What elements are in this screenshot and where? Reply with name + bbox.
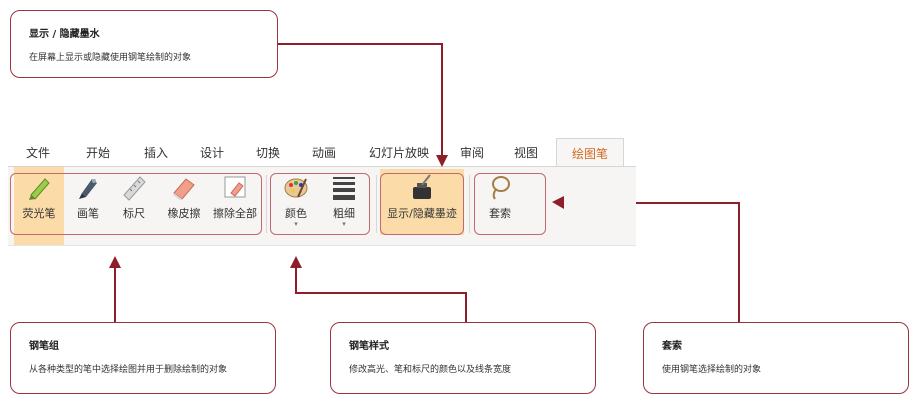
lasso-icon bbox=[492, 176, 510, 200]
color-button[interactable]: 颜色 ▾ bbox=[274, 173, 318, 228]
lasso-button[interactable]: 套索 bbox=[478, 173, 522, 221]
pen-style-group bbox=[270, 173, 370, 235]
tab-transitions[interactable]: 切换 bbox=[255, 146, 280, 160]
ruler-icon bbox=[123, 176, 146, 201]
connector-line bbox=[295, 266, 297, 293]
ribbon: 文件 开始 插入 设计 切换 动画 幻灯片放映 审阅 视图 绘图笔 荧光笔 bbox=[8, 138, 636, 246]
callout-title: 钢笔样式 bbox=[349, 341, 389, 352]
thickness-label: 粗细 bbox=[333, 207, 355, 220]
callout-pens: 钢笔组 从各种类型的笔中选择绘图并用于删除绘制的对象 bbox=[10, 322, 276, 394]
ruler-label: 标尺 bbox=[123, 207, 145, 220]
highlighter-highlight bbox=[14, 167, 64, 245]
tab-design[interactable]: 设计 bbox=[199, 146, 224, 160]
ribbon-tabs: 文件 开始 插入 设计 切换 动画 幻灯片放映 审阅 视图 绘图笔 bbox=[8, 138, 636, 166]
ribbon-toolbar: 荧光笔 画笔 标尺 橡皮擦 bbox=[8, 166, 636, 246]
tab-slideshow[interactable]: 幻灯片放映 bbox=[368, 146, 429, 160]
eraser-button[interactable]: 橡皮擦 bbox=[160, 173, 208, 221]
tab-insert[interactable]: 插入 bbox=[143, 146, 168, 160]
group-separator bbox=[469, 175, 470, 233]
connector-line bbox=[738, 202, 740, 322]
show-hide-ink-button[interactable]: 显示/隐藏墨迹 bbox=[380, 173, 464, 221]
pens-group bbox=[10, 173, 262, 235]
pen-icon bbox=[79, 179, 97, 199]
callout-description: 在屏幕上显示或隐藏使用钢笔绘制的对象 bbox=[29, 53, 192, 63]
tab-animations[interactable]: 动画 bbox=[311, 146, 336, 160]
tab-file[interactable]: 文件 bbox=[25, 146, 50, 160]
callout-title: 套索 bbox=[662, 341, 682, 352]
inkwell-icon bbox=[413, 174, 431, 199]
pen-label: 画笔 bbox=[77, 207, 99, 220]
thickness-button[interactable]: 粗细 ▾ bbox=[322, 173, 366, 228]
connector-line bbox=[441, 43, 443, 155]
highlighter-button[interactable]: 荧光笔 bbox=[14, 173, 64, 221]
callout-show-hide-ink: 显示 / 隐藏墨水 在屏幕上显示或隐藏使用钢笔绘制的对象 bbox=[10, 10, 278, 78]
ruler-button[interactable]: 标尺 bbox=[114, 173, 154, 221]
tab-review[interactable]: 审阅 bbox=[459, 146, 484, 160]
erase-all-label: 擦除全部 bbox=[213, 207, 257, 220]
callout-title: 钢笔组 bbox=[29, 341, 59, 352]
tab-view[interactable]: 视图 bbox=[513, 146, 538, 160]
connector-line bbox=[114, 266, 116, 322]
connector-line bbox=[278, 43, 443, 45]
connector-line bbox=[562, 202, 740, 204]
eraser-icon bbox=[173, 178, 195, 200]
callout-description: 从各种类型的笔中选择绘图并用于删除绘制的对象 bbox=[29, 365, 228, 375]
lasso-label: 套索 bbox=[489, 207, 511, 220]
chevron-down-icon[interactable]: ▾ bbox=[342, 220, 346, 228]
erase-all-icon bbox=[224, 176, 246, 198]
show-hide-ink-group bbox=[380, 173, 464, 235]
callout-title: 显示 / 隐藏墨水 bbox=[29, 29, 100, 40]
pen-button[interactable]: 画笔 bbox=[68, 173, 108, 221]
show-hide-highlight bbox=[380, 169, 464, 235]
show-hide-ink-label: 显示/隐藏墨迹 bbox=[387, 207, 457, 220]
chevron-down-icon[interactable]: ▾ bbox=[294, 220, 298, 228]
tab-home[interactable]: 开始 bbox=[85, 146, 110, 160]
eraser-label: 橡皮擦 bbox=[167, 207, 201, 220]
line-thickness-icon bbox=[333, 177, 355, 200]
lasso-group bbox=[474, 173, 546, 235]
color-label: 颜色 bbox=[285, 207, 307, 220]
callout-pen-style: 钢笔样式 修改高光、笔和标尺的颜色以及线条宽度 bbox=[330, 322, 596, 394]
connector-line bbox=[295, 292, 467, 294]
highlighter-label: 荧光笔 bbox=[22, 207, 56, 220]
group-separator bbox=[266, 175, 267, 233]
tab-drawing-pen[interactable]: 绘图笔 bbox=[556, 138, 624, 166]
erase-all-button[interactable]: 擦除全部 bbox=[210, 173, 260, 221]
palette-icon bbox=[284, 178, 308, 198]
group-separator bbox=[376, 175, 377, 233]
highlighter-icon bbox=[29, 178, 50, 200]
callout-description: 使用钢笔选择绘制的对象 bbox=[662, 365, 762, 375]
connector-line bbox=[465, 292, 467, 322]
callout-description: 修改高光、笔和标尺的颜色以及线条宽度 bbox=[349, 365, 512, 375]
callout-lasso: 套索 使用钢笔选择绘制的对象 bbox=[643, 322, 909, 394]
